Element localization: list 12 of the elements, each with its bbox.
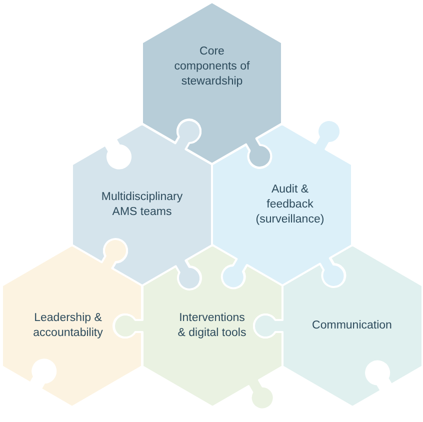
puzzle-piece xyxy=(142,2,282,168)
piece-label: Multidisciplinary AMS teams xyxy=(100,190,184,220)
puzzle-piece xyxy=(2,239,142,407)
puzzle-piece xyxy=(254,245,422,407)
puzzle-piece xyxy=(212,120,352,289)
piece-label: Leadership & accountability xyxy=(32,310,104,341)
puzzle-piece xyxy=(72,120,212,290)
piece-label: Core components of stewardship xyxy=(173,44,251,90)
piece-label: Communication xyxy=(311,318,393,334)
piece-label: Interventions & digital tools xyxy=(176,311,248,341)
piece-label: Audit & feedback (surveillance) xyxy=(254,182,326,228)
puzzle-piece xyxy=(114,245,282,410)
